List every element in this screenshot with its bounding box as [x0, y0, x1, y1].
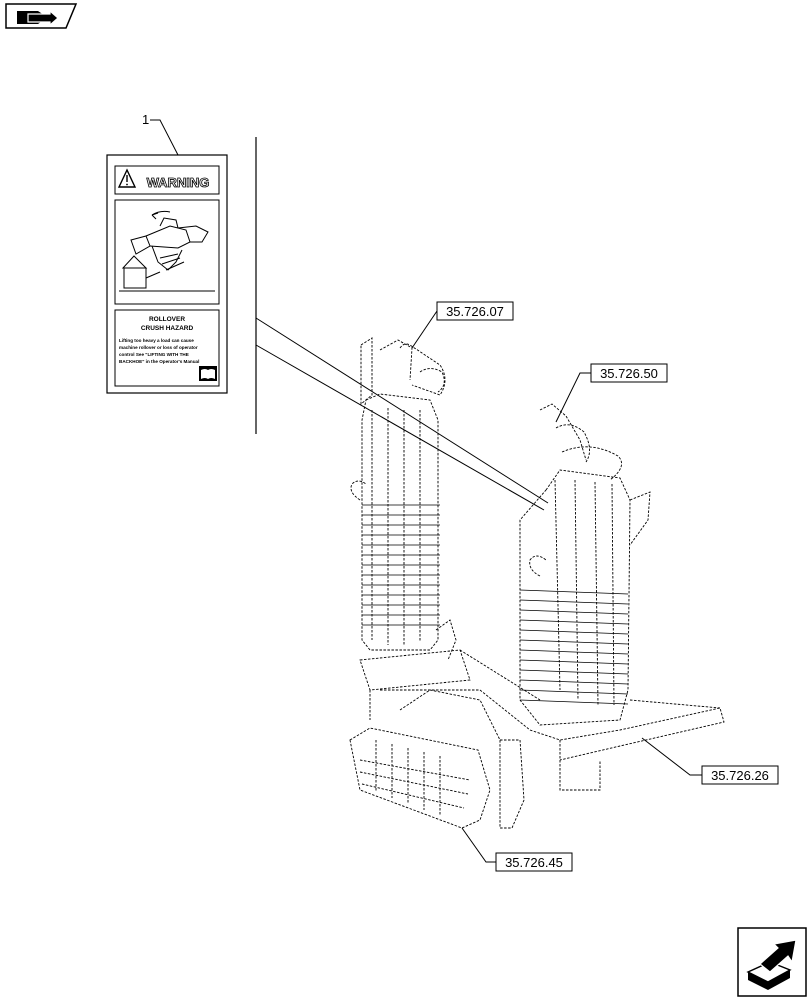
rollover-pictogram: [119, 210, 215, 292]
callout-35-726-07[interactable]: 35.726.07: [411, 301, 514, 349]
decal-header: WARNING: [147, 175, 210, 190]
callout-35-726-45[interactable]: 35.726.45: [461, 827, 573, 872]
next-page-arrow-icon[interactable]: [737, 927, 807, 997]
decal-body-line-3: control See "LIFTING WITH THE: [119, 352, 189, 357]
decal-hazard-title-1: ROLLOVER: [149, 316, 185, 323]
book-arrow-icon[interactable]: [5, 3, 78, 29]
operator-manual-icon: [199, 366, 217, 381]
callout-label: 35.726.50: [600, 366, 658, 381]
callout-35-726-50[interactable]: 35.726.50: [555, 363, 668, 423]
decal-body-line-1: Lifting too heavy a load can cause: [119, 338, 194, 343]
callout-35-726-26[interactable]: 35.726.26: [641, 737, 779, 785]
decal-body-line-2: machine rollover or loss of operator: [119, 345, 198, 350]
decal-leader-upper: [255, 317, 549, 504]
item-leader: [150, 119, 179, 156]
warning-decal: WARNING ROLLOVER CRUSH HAZARD Lifting to…: [106, 154, 228, 394]
callout-label: 35.726.45: [505, 855, 563, 870]
callout-label: 35.726.07: [446, 304, 504, 319]
item-number: 1: [142, 112, 149, 127]
decal-leader-lower: [255, 344, 545, 511]
warning-triangle-icon: [117, 168, 137, 188]
decal-hazard-title-2: CRUSH HAZARD: [141, 325, 194, 332]
callout-label: 35.726.26: [711, 768, 769, 783]
control-tower-assembly: [349, 337, 725, 829]
decal-body-line-4: BACKHOE" in the Operator's Manual: [119, 359, 199, 364]
